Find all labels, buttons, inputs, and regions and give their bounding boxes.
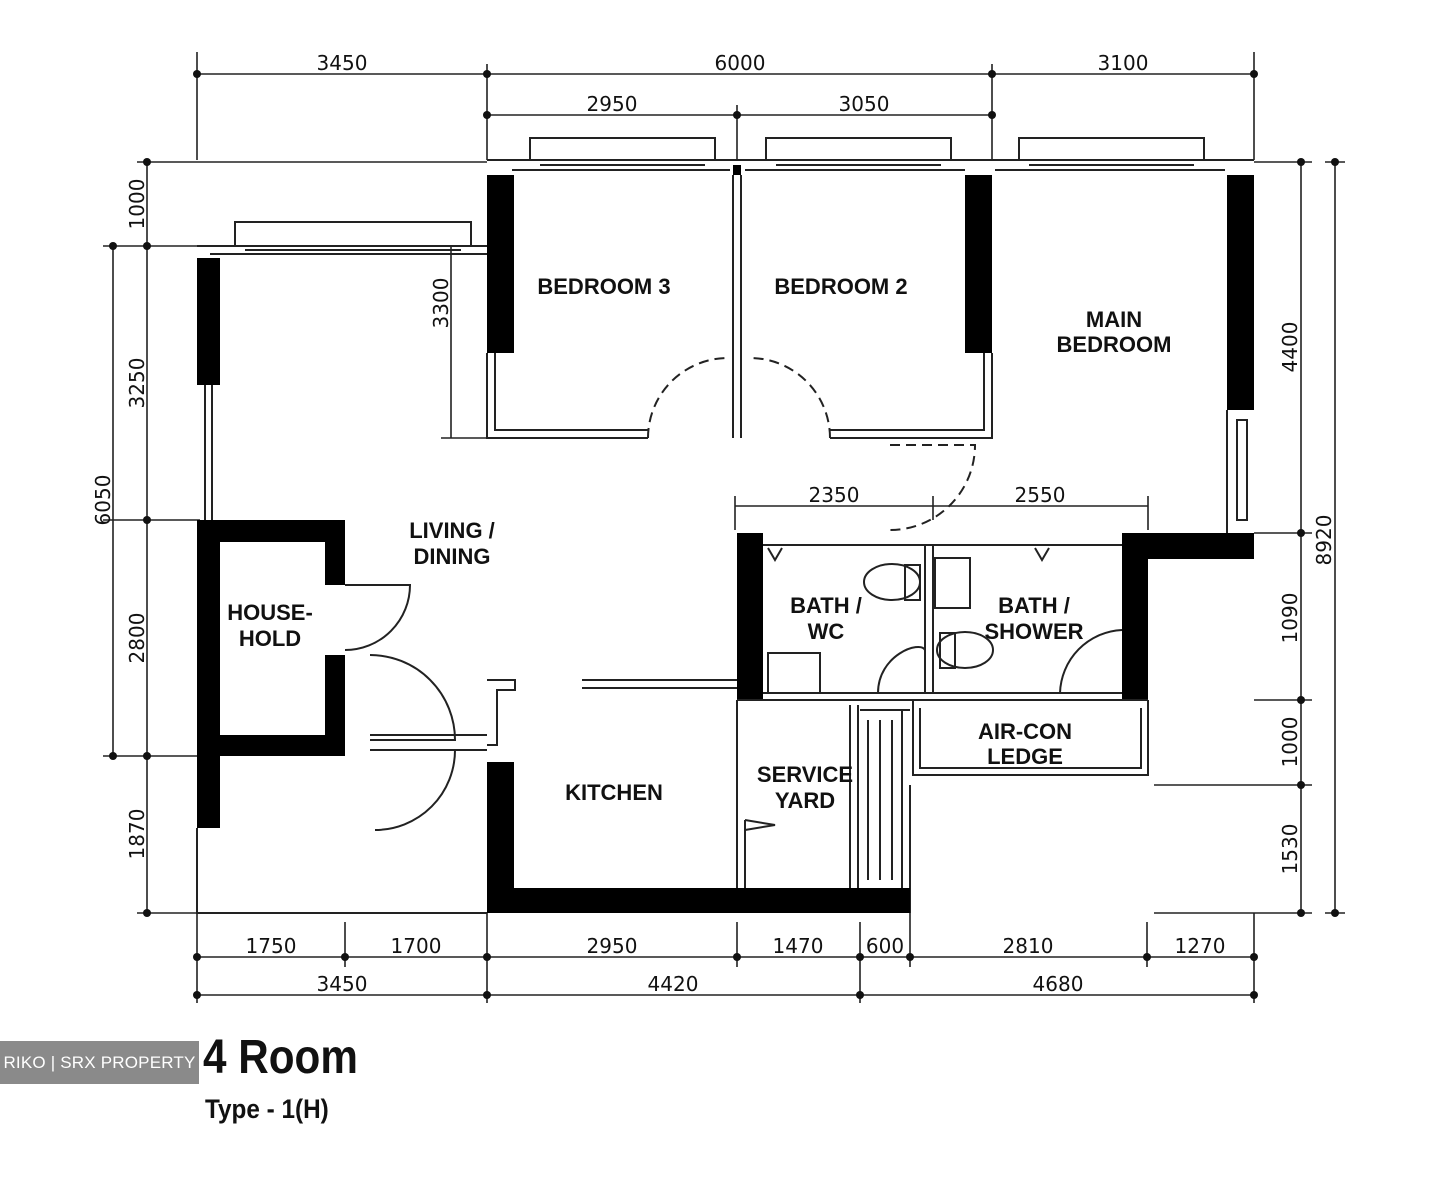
room-kitchen: KITCHEN — [565, 780, 663, 805]
dim-top-outer-2: 6000 — [715, 51, 766, 75]
plan-title: 4 Room — [203, 1031, 358, 1084]
dim-top-outer-1: 3450 — [317, 51, 368, 75]
room-bath-common-line1: BATH / — [790, 593, 862, 618]
dim-bottom-inner-7: 1270 — [1175, 934, 1226, 958]
dim-right-outer: 8920 — [1312, 515, 1336, 566]
dim-left-outer-1: 1000 — [125, 179, 149, 230]
dim-right-inner-4: 1530 — [1278, 824, 1302, 875]
room-living-line2: DINING — [414, 544, 491, 569]
dim-bottom-inner-1: 1750 — [246, 934, 297, 958]
dim-bottom-inner-2: 1700 — [391, 934, 442, 958]
dim-left-inner-2: 2800 — [125, 613, 149, 664]
dim-left-outer-2: 6050 — [91, 475, 115, 526]
dim-right-inner-3: 1000 — [1278, 717, 1302, 768]
room-service-line2: YARD — [775, 788, 835, 813]
dim-bottom-outer-2: 4420 — [648, 972, 699, 996]
windows — [210, 137, 1225, 255]
dim-left-inner-1: 3250 — [125, 358, 149, 409]
room-bath-master-line1: BATH / — [998, 593, 1070, 618]
room-household-line1: HOUSE- — [227, 600, 313, 625]
room-household-line2: HOLD — [239, 626, 301, 651]
room-bath-master-line2: SHOWER — [985, 619, 1084, 644]
dim-bottom-inner-4: 1470 — [773, 934, 824, 958]
room-bedroom-3: BEDROOM 3 — [537, 274, 670, 299]
plan-subtitle: Type - 1(H) — [205, 1094, 329, 1124]
dim-bath-top-2: 2550 — [1015, 483, 1066, 507]
dim-bottom-inner-6: 2810 — [1003, 934, 1054, 958]
room-main-bedroom-line1: MAIN — [1086, 307, 1142, 332]
room-bath-common-line2: WC — [808, 619, 845, 644]
dim-right-inner-1: 4400 — [1278, 322, 1302, 373]
doors — [344, 357, 1123, 831]
dimension-labels: 3450 6000 3100 2950 3050 2350 2550 1750 … — [91, 51, 1336, 996]
dim-bottom-inner-3: 2950 — [587, 934, 638, 958]
dim-top-inner-1: 2950 — [587, 92, 638, 116]
dim-bottom-outer-3: 4680 — [1033, 972, 1084, 996]
room-bedroom-2: BEDROOM 2 — [774, 274, 907, 299]
watermark-badge: RIKO | SRX PROPERTY — [0, 1041, 199, 1084]
dim-bottom-outer-1: 3450 — [317, 972, 368, 996]
walls — [196, 159, 1254, 914]
dimension-lines — [103, 52, 1345, 1003]
room-main-bedroom-line2: BEDROOM — [1057, 332, 1172, 357]
dim-bottom-inner-5: 600 — [866, 934, 904, 958]
dim-right-inner-2: 1090 — [1278, 593, 1302, 644]
bath-fixtures — [767, 547, 1050, 694]
dim-top-inner-2: 3050 — [839, 92, 890, 116]
room-aircon-line1: AIR-CON — [978, 719, 1072, 744]
room-living-line1: LIVING / — [409, 518, 495, 543]
dim-bedroom3-height: 3300 — [429, 278, 453, 329]
room-labels: BEDROOM 3 BEDROOM 2 MAIN BEDROOM LIVING … — [227, 274, 1171, 813]
room-aircon-line2: LEDGE — [987, 744, 1063, 769]
room-service-line1: SERVICE — [757, 762, 853, 787]
dim-top-outer-3: 3100 — [1098, 51, 1149, 75]
dim-left-outer-3: 1870 — [125, 809, 149, 860]
dim-bath-top-1: 2350 — [809, 483, 860, 507]
